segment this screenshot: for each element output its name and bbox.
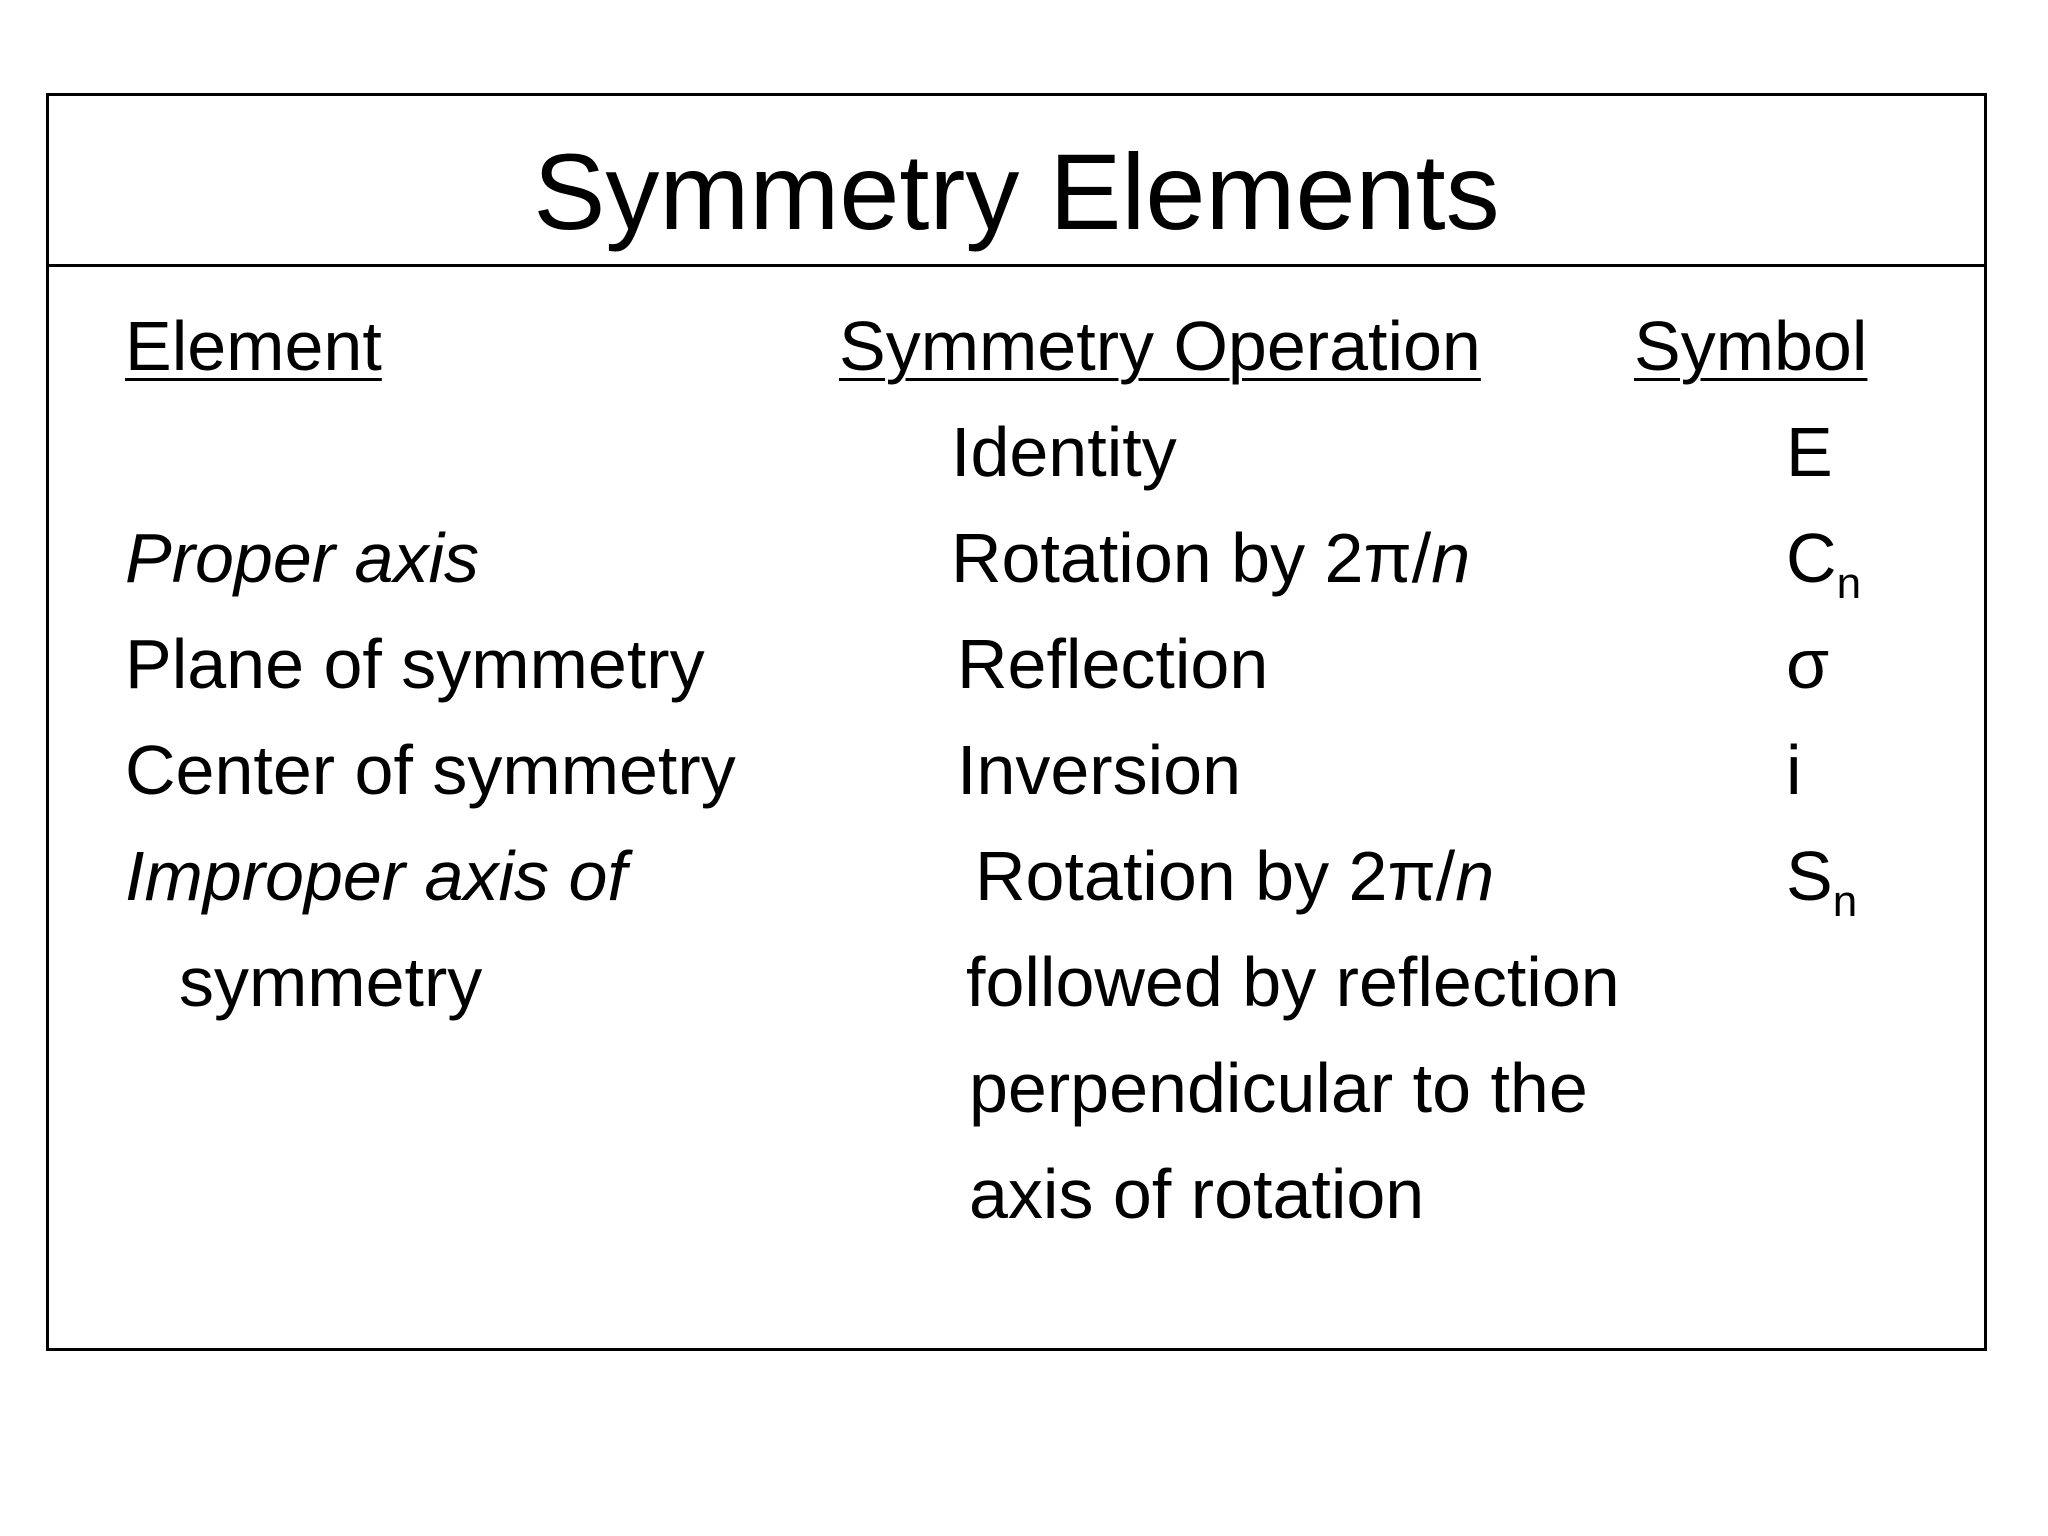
operation-improper-line4: axis of rotation bbox=[969, 1155, 1425, 1233]
symbol-identity: E bbox=[1786, 413, 1833, 491]
element-improper-axis-cont: symmetry bbox=[179, 943, 483, 1021]
element-proper-axis: Proper axis bbox=[125, 519, 480, 597]
element-plane-of-symmetry: Plane of symmetry bbox=[125, 625, 705, 703]
symbol-i: i bbox=[1786, 731, 1802, 809]
operation-improper-line3: perpendicular to the bbox=[969, 1049, 1588, 1127]
element-center-of-symmetry: Center of symmetry bbox=[125, 731, 736, 809]
slide-title: Symmetry Elements bbox=[533, 131, 1500, 252]
symbol-sigma: σ bbox=[1786, 625, 1830, 703]
operation-identity: Identity bbox=[951, 413, 1177, 491]
operation-improper-rotation: Rotation by 2π/n bbox=[975, 837, 1495, 915]
operation-improper-line2: followed by reflection bbox=[966, 943, 1620, 1021]
operation-rotation: Rotation by 2π/n bbox=[951, 519, 1471, 597]
slide-frame bbox=[46, 93, 1987, 1351]
header-element: Element bbox=[125, 307, 382, 385]
element-improper-axis: Improper axis of bbox=[125, 837, 627, 915]
symbol-sn: Sn bbox=[1786, 837, 1858, 926]
header-symbol: Symbol bbox=[1634, 307, 1868, 385]
operation-inversion: Inversion bbox=[957, 731, 1242, 809]
operation-reflection: Reflection bbox=[957, 625, 1269, 703]
symbol-cn: Cn bbox=[1786, 519, 1862, 608]
title-divider bbox=[46, 264, 1987, 267]
header-symmetry-operation: Symmetry Operation bbox=[839, 307, 1481, 385]
